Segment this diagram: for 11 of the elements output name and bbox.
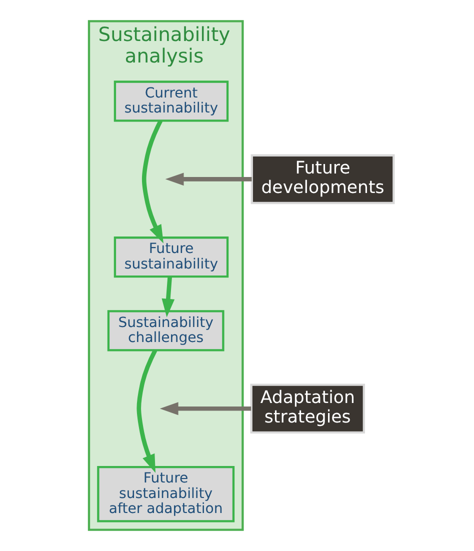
node-box: Sustainability challenges bbox=[107, 310, 224, 352]
node-box: Current sustainability bbox=[114, 80, 229, 122]
node-box: Adaptation strategies bbox=[250, 384, 365, 434]
arrow bbox=[162, 276, 175, 318]
arrow bbox=[160, 402, 252, 416]
node-box: Future sustainability after adaptation bbox=[97, 466, 235, 522]
arrow bbox=[136, 349, 158, 473]
arrow bbox=[165, 172, 252, 186]
arrow bbox=[142, 120, 164, 244]
node-box: Future developments bbox=[250, 154, 395, 204]
node-box: Future sustainability bbox=[114, 236, 229, 278]
